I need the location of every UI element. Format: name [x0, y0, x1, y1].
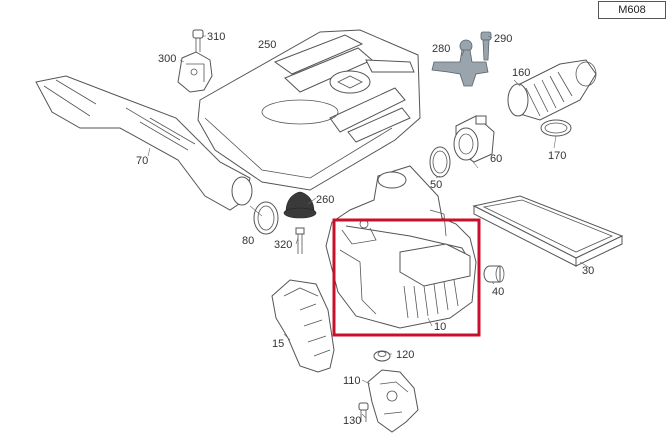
- callout-70: 70: [136, 155, 148, 167]
- part-120-grommet: [373, 350, 391, 362]
- part-50-o-ring: [429, 146, 451, 178]
- callout-30: 30: [582, 265, 594, 277]
- callout-15: 15: [272, 338, 284, 350]
- engine-code-label: M608: [598, 1, 666, 19]
- part-10-air-filter-housing: [325, 165, 477, 329]
- leader-lines: [147, 35, 591, 419]
- part-300-bracket: [177, 51, 213, 93]
- part-15-air-guide-duct: [271, 279, 335, 373]
- part-260-rubber-grommet: [283, 191, 317, 219]
- callout-120: 120: [396, 349, 414, 361]
- part-80-seal-ring: [253, 201, 279, 235]
- part-70-intake-duct: [35, 75, 253, 211]
- part-30-air-filter-element: [472, 195, 624, 267]
- part-290-bolt: [480, 31, 492, 61]
- callout-280: 280: [432, 43, 450, 55]
- part-280-mounting-bracket: [431, 39, 489, 87]
- callout-320: 320: [274, 239, 292, 251]
- callout-50: 50: [430, 179, 442, 191]
- callout-290: 290: [494, 33, 512, 45]
- callout-130: 130: [343, 415, 361, 427]
- callout-260: 260: [316, 194, 334, 206]
- part-40-outlet-fitting: [483, 265, 505, 283]
- part-250-engine-cover: [197, 29, 421, 191]
- part-60-air-mass-sensor: [453, 115, 495, 163]
- callout-170: 170: [548, 150, 566, 162]
- callout-160: 160: [512, 67, 530, 79]
- part-130-screw: [358, 402, 369, 422]
- callout-10: 10: [434, 321, 446, 333]
- callout-310: 310: [207, 31, 225, 43]
- callout-250: 250: [258, 39, 276, 51]
- callout-300: 300: [158, 53, 176, 65]
- callout-110: 110: [343, 375, 361, 387]
- highlight-frame-part-10: [332, 218, 481, 337]
- part-320-stud-bolt: [295, 227, 305, 254]
- part-170-hose-clamp: [540, 119, 572, 137]
- callout-80: 80: [242, 235, 254, 247]
- part-310-screw: [192, 29, 204, 52]
- callout-60: 60: [490, 153, 502, 165]
- callout-40: 40: [492, 286, 504, 298]
- callout-labels: 310 300 250 280 290 160 70 60 170 50 260…: [136, 31, 594, 427]
- part-110-support-bracket: [367, 369, 419, 433]
